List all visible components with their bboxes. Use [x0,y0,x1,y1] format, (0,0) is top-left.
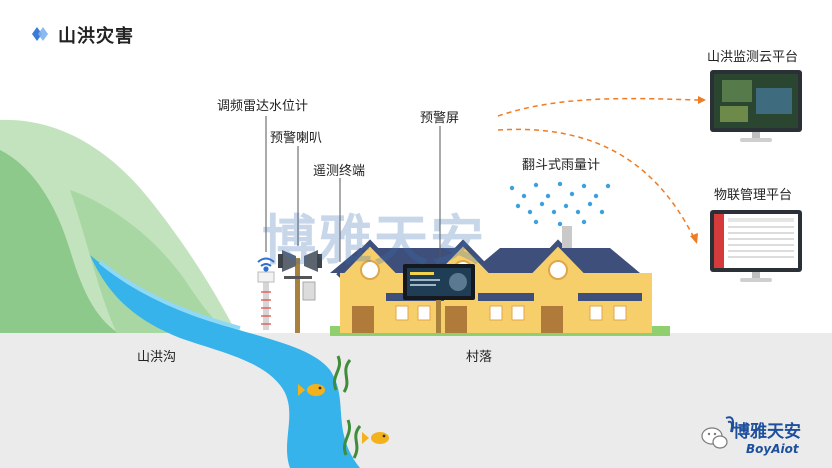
iot-platform-monitor [710,210,802,282]
label-cloud-platform: 山洪监测云平台 [707,50,799,65]
brand-logo [701,416,735,449]
rain-drops-icon [509,181,611,227]
brand-name-cn: 博雅天安 [733,422,801,442]
river [90,255,360,468]
mountain-front [0,150,130,340]
arrow-head [690,233,698,244]
arrow-head [698,96,706,104]
label-village: 村落 [466,350,493,365]
diamond-icon [32,27,48,41]
ground [0,333,832,468]
mountain-mid [70,190,240,340]
brand-name-en: BoyAiot [746,442,799,456]
leader-lines [265,116,441,262]
label-rain-gauge: 翻斗式雨量计 [522,158,601,173]
label-radar-level-meter: 调频雷达水位计 [217,99,309,114]
label-mountain-gully: 山洪沟 [137,350,177,365]
watermark-text: 博雅天安 [262,209,486,272]
warning-screen [403,264,475,333]
wifi-icon [257,257,275,272]
radar-station [257,271,275,330]
label-telemetry-terminal: 遥测终端 [313,164,366,179]
cloud-platform-monitor [710,70,802,142]
fish-icon [298,384,389,444]
label-iot-platform: 物联管理平台 [714,188,793,203]
wechat-icon [701,427,728,449]
speaker-pole [278,250,322,333]
label-warning-screen: 预警屏 [420,111,460,126]
data-flow-arrows [497,97,701,239]
label-warning-speaker: 预警喇叭 [270,131,323,146]
seaweed-icon [333,355,362,459]
page-title: 山洪灾害 [58,26,134,47]
